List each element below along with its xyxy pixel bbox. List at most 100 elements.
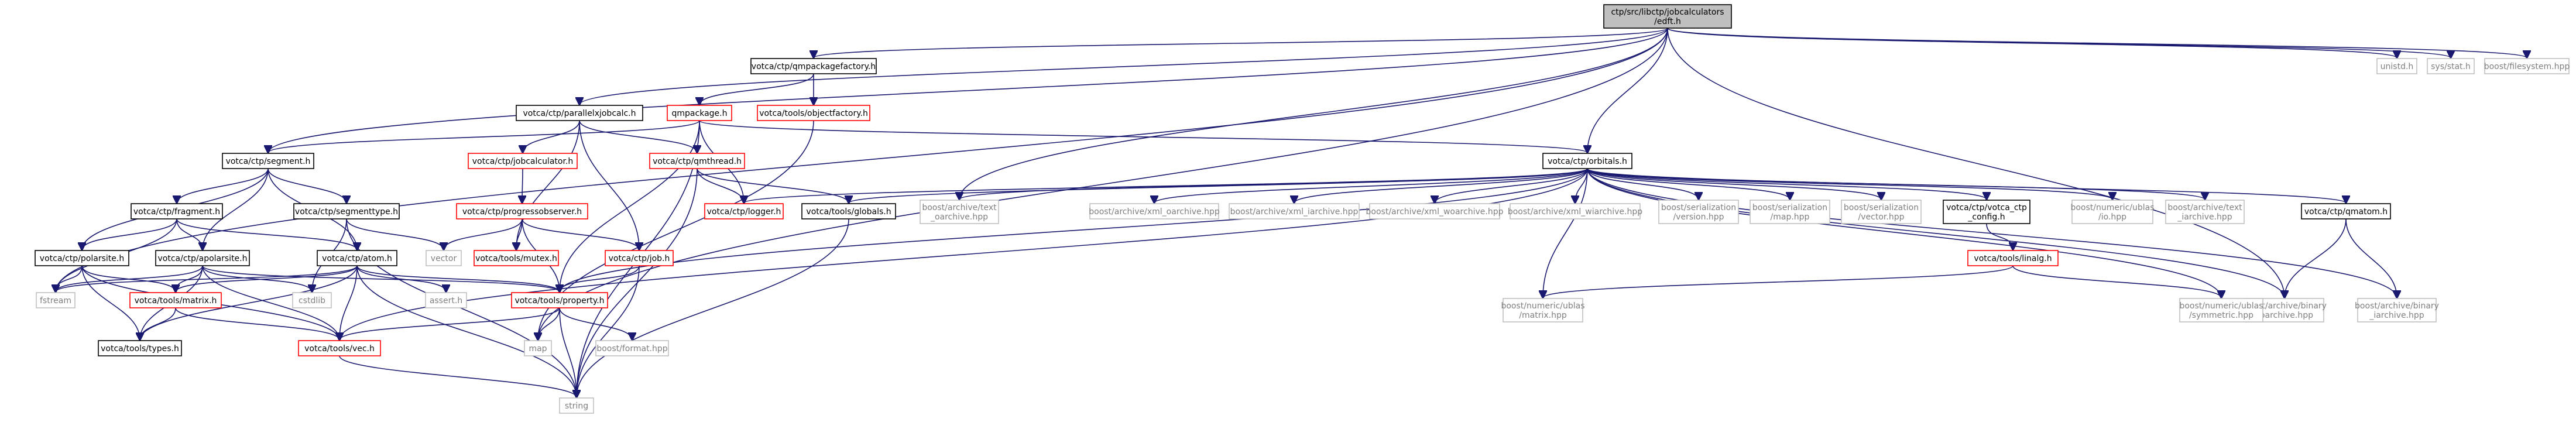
node-label-root: ctp/src/libctp/jobcalculators [1611,8,1724,17]
edge-progressobserver-to-vector [444,218,523,250]
node-box-boost_format [595,340,669,356]
edge-qmatom-to-binary_oarchive [2285,218,2347,298]
node-sysstat: sys/stat.h [2427,58,2475,74]
node-xml_wiarchive: boost/archive/xml_wiarchive.hpp [1508,203,1642,219]
edge-fragment-to-atom [176,218,357,250]
edge-atom-to-asserth [356,265,446,292]
node-label-binary_iarchive: boost/archive/binary [2355,301,2439,311]
node-label-ser_map: boost/serialization [1752,203,1827,212]
edge-orbitals-to-ser_map [1587,168,1790,200]
node-label-ser_vector: /vector.hpp [1858,212,1905,222]
edge-orbitals-to-vec [339,168,1588,340]
node-ser_vector: boost/serialization/vector.hpp [1841,200,1922,224]
node-box-atom [317,250,397,266]
node-text_iarchive: boost/archive/text_iarchive.hpp [2165,200,2245,224]
edge-parallelxjobcalc-to-qmthread [579,120,697,153]
node-label-objectfactory: votca/tools/objectfactory.h [759,109,868,118]
node-parallelxjobcalc[interactable]: votca/ctp/parallelxjobcalc.h [516,105,643,121]
node-matrixh[interactable]: votca/tools/matrix.h [129,292,222,308]
node-mutex[interactable]: votca/tools/mutex.h [474,250,559,266]
edge-parallelxjobcalc-to-job [579,120,639,250]
edge-job-to-string [577,265,640,397]
edge-segment-to-apolarsite [203,168,269,250]
node-fragment[interactable]: votca/ctp/fragment.h [131,203,223,219]
node-label-qmatom: votca/ctp/qmatom.h [2304,207,2388,217]
node-label-qmthread: votca/ctp/qmthread.h [653,157,742,166]
node-types[interactable]: votca/tools/types.h [98,340,182,356]
node-jobcalculator[interactable]: votca/ctp/jobcalculator.h [468,153,578,169]
node-votca_ctp_config[interactable]: votca/ctp/votca_ctp_config.h [1943,200,2030,224]
node-label-apolarsite: votca/ctp/apolarsite.h [158,254,248,263]
node-box-progressobserver [456,203,588,219]
node-binary_iarchive: boost/archive/binary_iarchive.hpp [2355,298,2439,322]
node-objectfactory[interactable]: votca/tools/objectfactory.h [757,105,870,121]
edge-matrixh-to-types [140,307,176,340]
node-segmenttype[interactable]: votca/ctp/segmenttype.h [293,203,400,219]
edge-root-to-map [538,28,1668,340]
node-label-fragment: votca/ctp/fragment.h [133,207,220,217]
edge-orbitals-to-ser_vector [1587,168,1881,200]
edge-root-to-fstream [56,28,1668,292]
node-vec[interactable]: votca/tools/vec.h [298,340,381,356]
node-label-matrixh: votca/tools/matrix.h [135,296,217,306]
node-box-text_iarchive [2165,200,2245,224]
node-job[interactable]: votca/ctp/job.h [605,250,674,266]
node-box-filesystem [2484,58,2570,74]
edge-segment-to-segmenttype [267,168,347,203]
node-apolarsite[interactable]: votca/ctp/apolarsite.h [155,250,250,266]
node-segment[interactable]: votca/ctp/segment.h [222,153,314,169]
node-qmpackage[interactable]: qmpackage.h [667,105,732,121]
edge-orbitals-to-text_oarchive [959,168,1588,200]
edge-atom-to-matrixh [176,265,358,292]
node-box-property [511,292,608,308]
node-label-segment: votca/ctp/segment.h [226,157,311,166]
node-xml_iarchive: boost/archive/xml_iarchive.hpp [1229,203,1360,219]
node-box-string [559,397,594,414]
node-box-map [524,340,552,356]
node-box-xml_wiarchive [1510,203,1641,219]
node-linalg[interactable]: votca/tools/linalg.h [1967,250,2059,266]
node-box-polarsite [35,250,129,266]
node-string: string [559,397,594,414]
node-root[interactable]: ctp/src/libctp/jobcalculators/edft.h [1603,4,1732,29]
node-label-boost_format: boost/format.hpp [596,344,667,354]
node-polarsite[interactable]: votca/ctp/polarsite.h [35,250,129,266]
edge-orbitals-to-ublas_io [1587,168,2112,200]
node-text_oarchive: boost/archive/text_oarchive.hpp [920,200,999,224]
node-label-binary_oarchive: boost/archive/binary [2242,301,2327,311]
node-qmatom[interactable]: votca/ctp/qmatom.h [2301,203,2391,219]
node-box-vec [298,340,381,356]
edge-parallelxjobcalc-to-jobcalculator [523,120,580,153]
node-globals[interactable]: votca/tools/globals.h [801,203,896,219]
node-atom[interactable]: votca/ctp/atom.h [317,250,397,266]
edge-property-to-map [538,307,560,340]
node-box-ublas_io [2071,200,2153,224]
edge-qmpackage-to-property [560,120,700,292]
edge-fragment-to-polarsite [82,218,177,250]
node-progressobserver[interactable]: votca/ctp/progressobserver.h [456,203,588,219]
node-orbitals[interactable]: votca/ctp/orbitals.h [1542,153,1632,169]
node-logger[interactable]: votca/ctp/logger.h [704,203,784,219]
node-box-linalg [1967,250,2059,266]
node-box-fstream [36,292,76,308]
edge-qmthread-to-logger [697,168,744,203]
edge-orbitals-to-property [560,168,1588,292]
node-label-ublas_symmetric: boost/numeric/ublas [2179,301,2263,311]
node-qmthread[interactable]: votca/ctp/qmthread.h [649,153,745,169]
node-label-progressobserver: votca/ctp/progressobserver.h [462,207,582,217]
node-box-vector [426,250,462,266]
node-box-apolarsite [155,250,250,266]
node-qmpackagefactory[interactable]: votca/ctp/qmpackagefactory.h [750,58,877,74]
node-box-votca_ctp_config [1943,200,2030,224]
node-label-qmpackage: qmpackage.h [672,109,728,118]
edge-qmpackage-to-orbitals [699,120,1587,153]
edge-orbitals-to-xml_iarchive [1294,168,1588,203]
node-property[interactable]: votca/tools/property.h [511,292,608,308]
edge-orbitals-to-xml_oarchive [1154,168,1588,203]
node-label-text_oarchive: boost/archive/text [922,203,997,212]
edge-apolarsite-to-fstream [56,265,203,292]
node-box-jobcalculator [468,153,578,169]
edge-votca_ctp_config-to-linalg [1986,223,2013,250]
node-box-ser_version [1658,200,1739,224]
